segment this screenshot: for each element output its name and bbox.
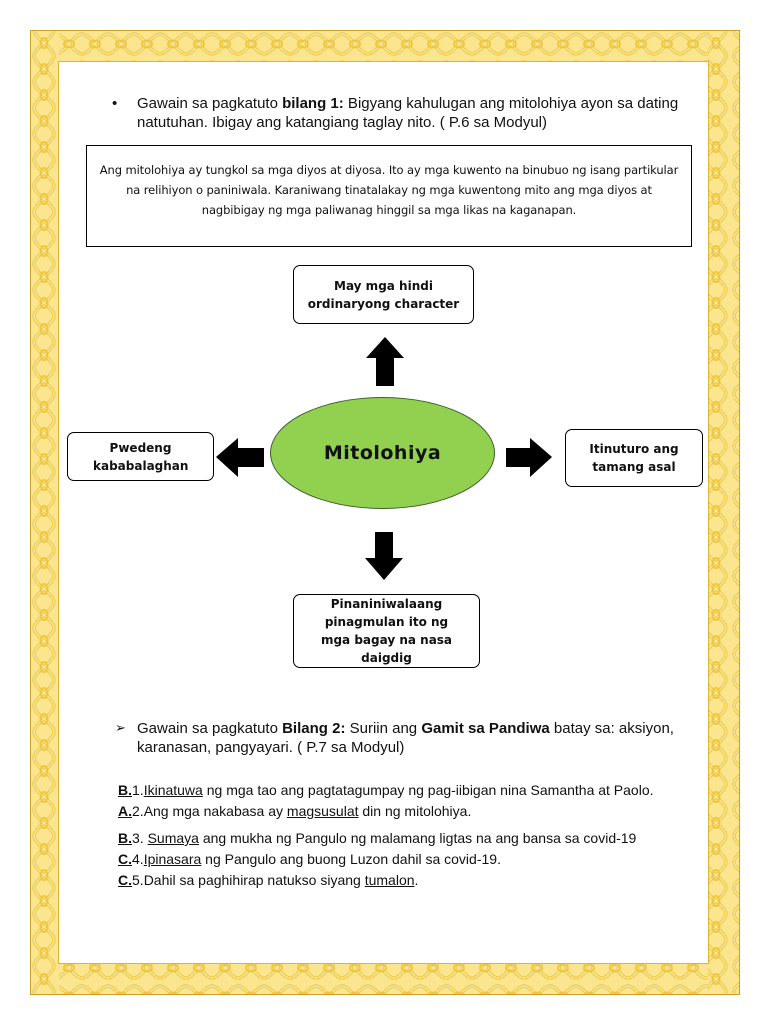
bullet-icon: • [112, 95, 118, 112]
trait-bottom-text: Pinaniniwalaang pinagmulan ito ng mga ba… [320, 597, 453, 665]
arrow-right-icon [506, 438, 552, 477]
arrow-up-icon [366, 337, 404, 386]
trait-node-left: Pwedeng kababalaghan [67, 432, 214, 481]
activity-2-instruction: ➢ Gawain sa pagkatuto Bilang 2: Suriin a… [115, 719, 705, 759]
definition-box: Ang mitolohiya ay tungkol sa mga diyos a… [86, 145, 692, 247]
arrow-left-icon [216, 438, 264, 477]
definition-text: Ang mitolohiya ay tungkol sa mga diyos a… [99, 163, 679, 217]
arrow-bullet-icon: ➢ [115, 721, 126, 736]
activity-2-text: Gawain sa pagkatuto Bilang 2: Suriin ang… [137, 720, 674, 756]
answer-line-2: A.2.Ang mga nakabasa ay magsusulat din n… [118, 803, 472, 819]
trait-right-text: Itinuturo ang tamang asal [589, 442, 679, 474]
content-area [59, 62, 708, 963]
answer-line-3: B.3. Sumaya ang mukha ng Pangulo ng mala… [118, 830, 637, 846]
trait-node-top: May mga hindi ordinaryong character [293, 265, 474, 324]
answer-line-4: C.4.Ipinasara ng Pangulo ang buong Luzon… [118, 851, 501, 867]
center-label: Mitolohiya [323, 442, 442, 464]
answer-line-1: B.1.Ikinatuwa ng mga tao ang pagtatagump… [118, 782, 654, 798]
trait-top-text: May mga hindi ordinaryong character [307, 278, 460, 311]
activity-1-text: Gawain sa pagkatuto bilang 1: Bigyang ka… [137, 95, 679, 131]
arrow-down-icon [365, 532, 403, 580]
answer-line-5: C.5.Dahil sa paghihirap natukso siyang t… [118, 872, 419, 888]
center-ellipse: Mitolohiya [270, 397, 495, 509]
trait-left-text: Pwedeng kababalaghan [93, 440, 189, 473]
trait-node-right: Itinuturo ang tamang asal [565, 429, 703, 487]
activity-1-instruction: • Gawain sa pagkatuto bilang 1: Bigyang … [112, 94, 702, 134]
trait-node-bottom: Pinaniniwalaang pinagmulan ito ng mga ba… [293, 594, 480, 668]
